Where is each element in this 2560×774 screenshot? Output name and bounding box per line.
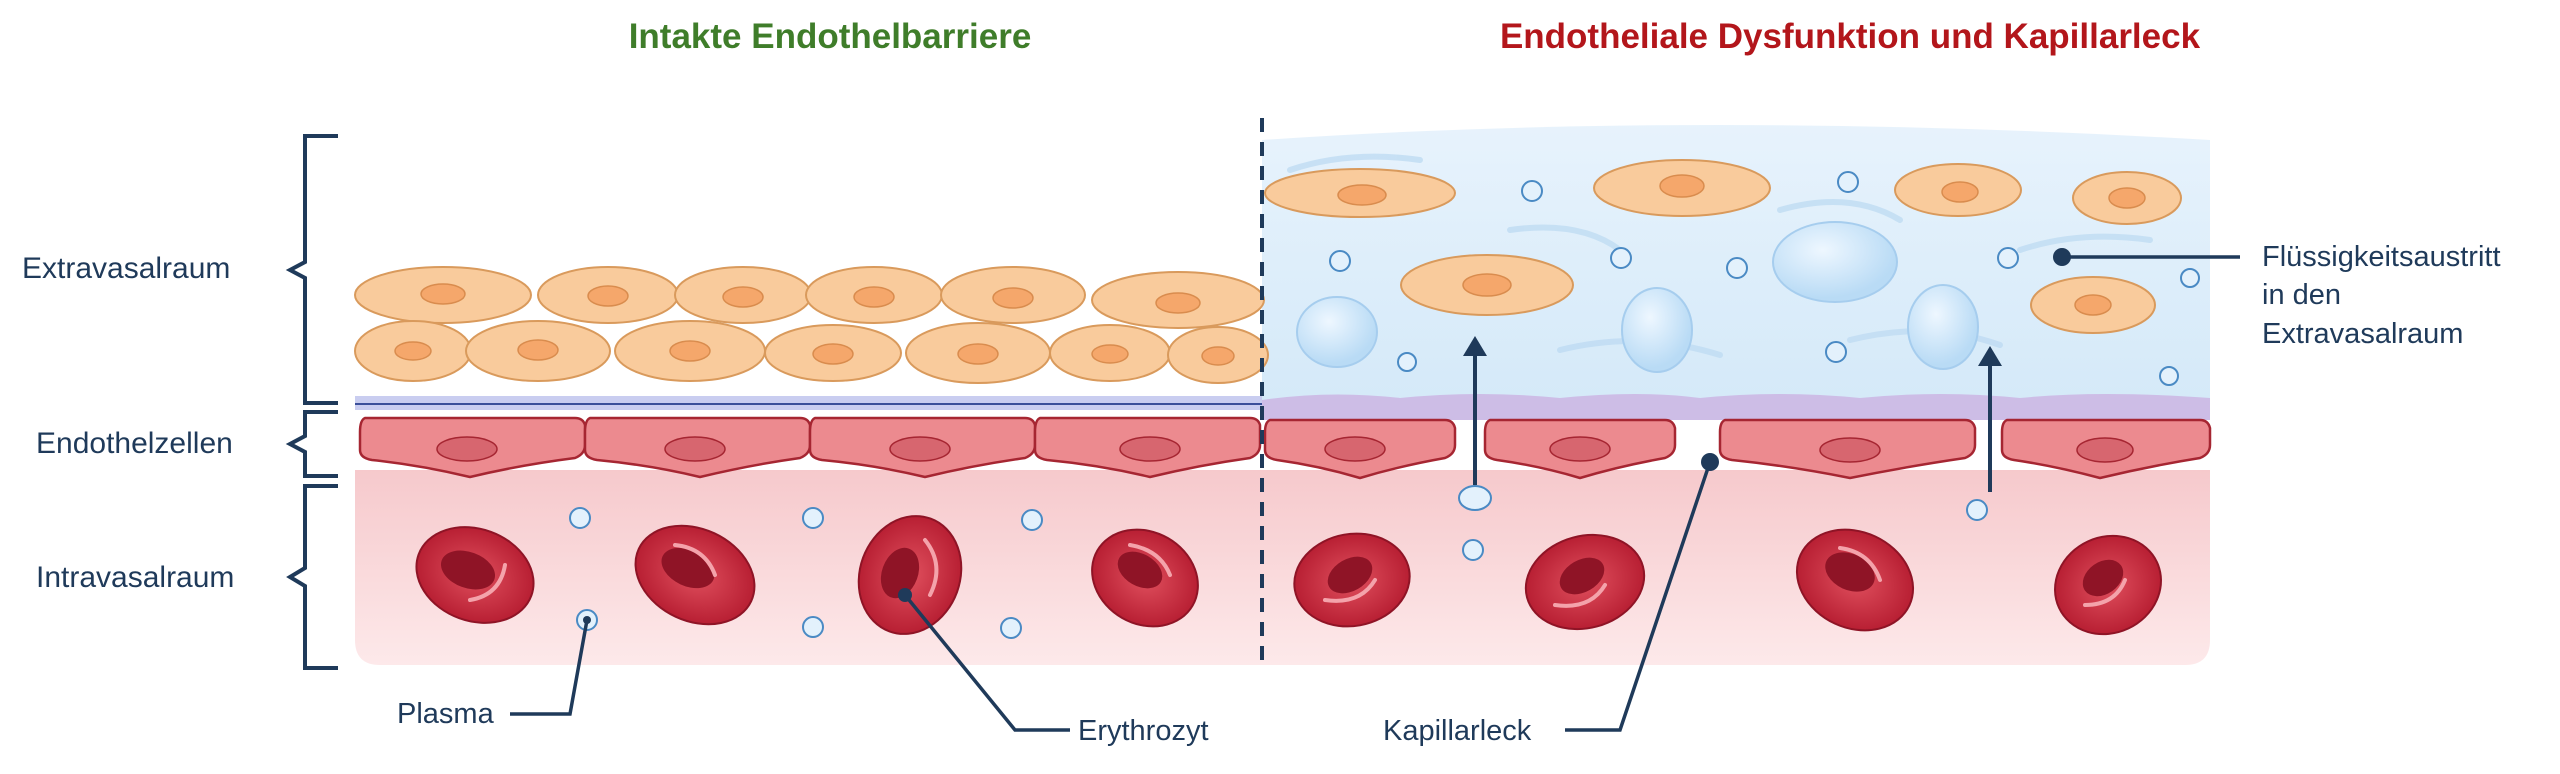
callout-lines (510, 255, 2240, 732)
label-endothelial-cells: Endothelzellen (36, 427, 233, 460)
erythrocyte (415, 526, 535, 624)
label-plasma: Plasma (397, 698, 495, 730)
fluid-callout-dot (2053, 248, 2071, 266)
basement-membrane-swollen (1262, 394, 2210, 420)
leak-callout-dot (1701, 453, 1719, 471)
label-capillary-leak: Kapillarleck (1383, 715, 1532, 747)
erythrocyte (1524, 533, 1646, 631)
escaping-particle (1458, 485, 1492, 511)
endothelial-nuclei (436, 436, 2134, 463)
tissue-cells-right (1264, 159, 2182, 334)
erythrocyte (2054, 534, 2162, 636)
label-intravascular: Intravasalraum (36, 561, 234, 594)
plasma-particles-extravascular (1329, 171, 2200, 386)
label-fluid-leak-line3: Extravasalraum (2262, 318, 2463, 350)
title-capillary-leak: Endotheliale Dysfunktion und Kapillarlec… (1500, 17, 2201, 56)
label-fluid-leak-line2: in den (2262, 279, 2341, 311)
leak-arrow-right (1978, 346, 2002, 492)
erythrocyte (857, 515, 963, 635)
tissue-cell-nuclei-right (1337, 174, 2146, 316)
tissue-cell-nuclei-left (394, 283, 1235, 366)
fluid-wisps (1287, 153, 2153, 358)
fluid-droplets (1296, 221, 1979, 373)
endothelial-cells-right (1263, 418, 2212, 480)
plasma-particles-lumen (569, 499, 1988, 639)
tissue-cells-left (354, 266, 1269, 384)
erythrocytes (415, 515, 2162, 636)
title-intact-barrier: Intakte Endothelbarriere (629, 17, 1032, 56)
erythrocyte (634, 524, 756, 626)
label-erythrocyte: Erythrozyt (1078, 715, 1209, 747)
label-extravascular: Extravasalraum (22, 252, 230, 285)
region-brackets (285, 134, 338, 670)
erythrocyte (1091, 528, 1199, 628)
erythrocyte-callout-dot (898, 588, 912, 602)
leak-arrow-left (1463, 336, 1487, 485)
erythrocyte (1795, 528, 1915, 632)
label-fluid-leak-line1: Flüssigkeitsaustritt (2262, 241, 2501, 273)
erythrocyte (1293, 532, 1411, 628)
intravascular-lumen (355, 470, 2210, 665)
